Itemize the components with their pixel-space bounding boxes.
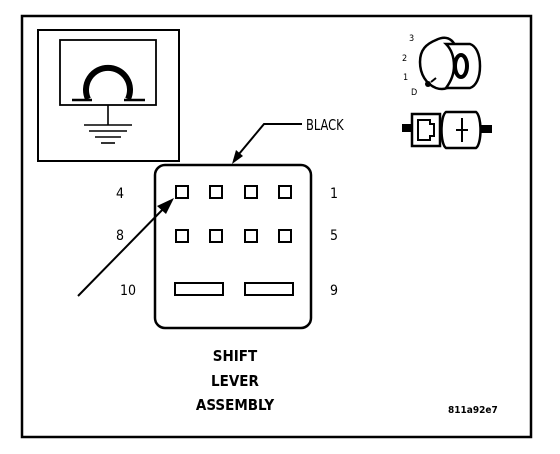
test-probe-arrowhead	[157, 198, 174, 214]
cavity-row-3	[174, 282, 294, 296]
cavity-9	[244, 282, 294, 296]
key-position-3: 3	[409, 34, 414, 44]
cavity-row-2	[175, 229, 292, 243]
cavity-1	[278, 185, 292, 199]
wire-color-leader	[233, 123, 302, 161]
component-title-line1: SHIFT	[213, 347, 258, 365]
wire-color-label: BLACK	[306, 117, 344, 134]
pin-label-8: 8	[116, 228, 124, 244]
cavity-2	[244, 185, 258, 199]
figure-frame	[20, 14, 533, 439]
cavity-10	[174, 282, 224, 296]
cavity-7	[209, 229, 223, 243]
connector-side-view-icon	[402, 110, 492, 150]
cavity-4	[175, 185, 189, 199]
cavity-8	[175, 229, 189, 243]
pin-label-9: 9	[330, 283, 338, 299]
cavity-6	[244, 229, 258, 243]
ignition-key-icon	[418, 36, 482, 91]
connector-body	[153, 163, 313, 330]
ohmmeter-icon	[37, 29, 180, 162]
component-title: SHIFT LEVER ASSEMBLY	[196, 347, 274, 414]
key-position-1: 1	[403, 73, 408, 83]
wire-color-arrowhead	[232, 150, 243, 164]
figure-id: 811a92e7	[448, 405, 498, 416]
key-position-2: 2	[402, 54, 407, 64]
test-probe-arrow	[77, 203, 169, 297]
key-position-d: D	[411, 88, 417, 98]
ground-symbol-icon	[84, 105, 132, 144]
component-title-line2: LEVER	[211, 372, 259, 390]
pin-label-5: 5	[330, 228, 338, 244]
cavity-row-1	[175, 185, 292, 199]
pin-label-10: 10	[120, 283, 136, 299]
cavity-5	[278, 229, 292, 243]
component-title-line3: ASSEMBLY	[196, 396, 274, 414]
pin-label-4: 4	[116, 186, 124, 202]
pin-label-1: 1	[330, 186, 338, 202]
cavity-3	[209, 185, 223, 199]
